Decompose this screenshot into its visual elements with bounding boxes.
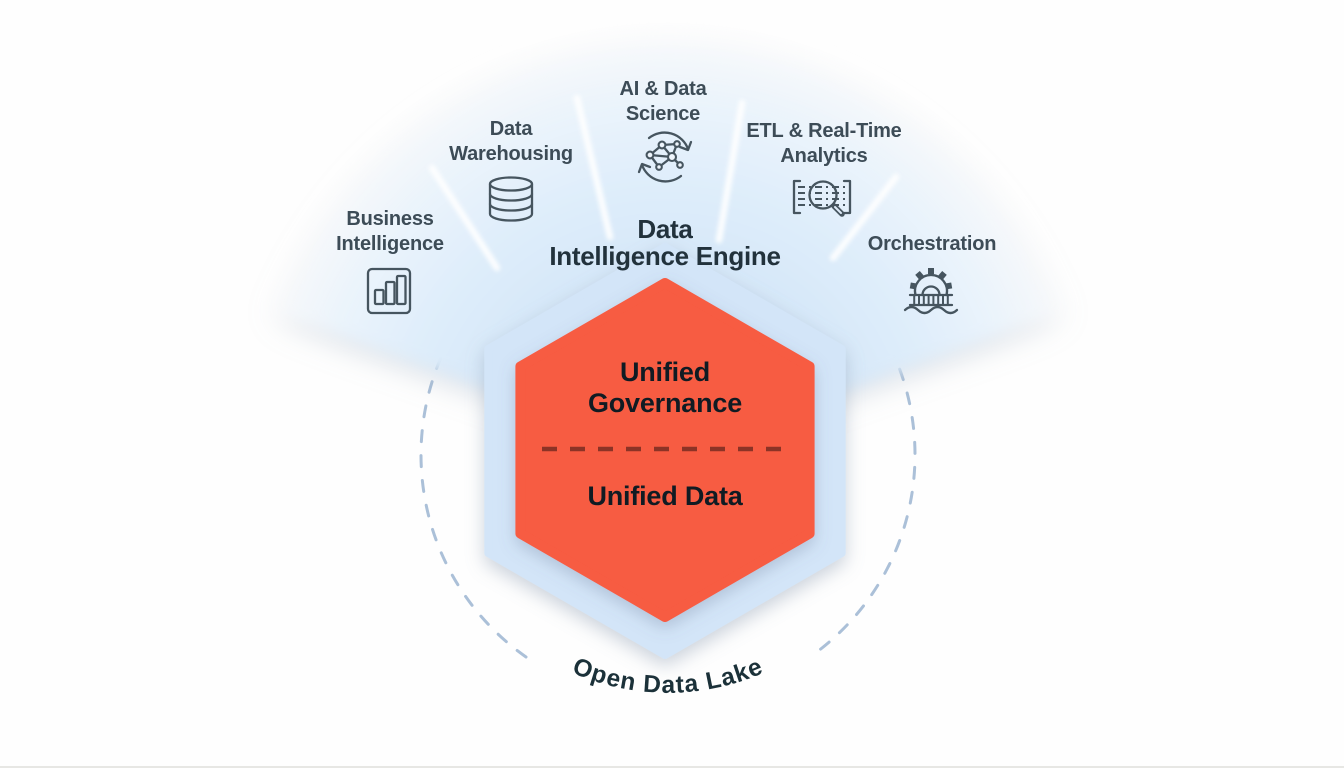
label-orchestration: Orchestration	[868, 232, 997, 257]
label-line: Intelligence	[336, 233, 444, 255]
magnifier-handle-inner	[835, 207, 841, 213]
database-icon	[486, 175, 536, 223]
cycle-arrowhead	[639, 164, 650, 172]
magnifier-stream-icon	[787, 170, 857, 226]
magnifier-lens	[810, 182, 837, 209]
cylinder-top	[490, 178, 532, 191]
capability-fan-glow	[264, 25, 1072, 455]
ray-4	[829, 173, 900, 262]
fan-divider-rays	[428, 94, 900, 272]
screenshot-bottom-edge	[0, 766, 1344, 768]
label-etl-realtime-analytics: ETL & Real-Time Analytics	[746, 119, 901, 169]
ray-3	[715, 99, 746, 244]
stream-lines	[798, 187, 846, 205]
label-line: ETL & Real-Time	[746, 120, 902, 142]
network-node	[659, 142, 666, 149]
stream-end-right	[844, 181, 850, 213]
lake-label: Open Data Lake	[569, 653, 766, 699]
cycle-arrow-bottom	[642, 165, 681, 181]
network-node	[677, 162, 683, 168]
lake-label-text: Open Data Lake	[569, 653, 767, 699]
gear-body	[915, 275, 947, 295]
label-business-intelligence: Business Intelligence	[336, 207, 444, 257]
stream-end-left	[794, 181, 800, 213]
label-line: AI & Data	[619, 78, 707, 100]
label-line: Orchestration	[867, 233, 997, 255]
unified-data-label: Unified Data	[587, 481, 743, 511]
bridge-deck	[910, 295, 952, 305]
gear-arch	[923, 287, 940, 296]
label-line: Science	[625, 103, 701, 125]
network-node	[674, 141, 680, 147]
cylinder-body	[490, 184, 532, 221]
bar-chart-icon	[365, 266, 413, 316]
bar-tall	[397, 276, 406, 304]
ray-1	[428, 164, 501, 272]
hex-label-line: Governance	[587, 388, 743, 418]
gear-bridge-icon	[903, 263, 959, 319]
engine-title-line: Data	[637, 214, 693, 244]
unified-governance-label: Unified Governance	[588, 357, 742, 419]
ray-2	[573, 94, 614, 241]
gear-tooth	[941, 273, 945, 278]
label-line: Business	[346, 208, 434, 230]
label-line: Warehousing	[449, 143, 573, 165]
water-wave	[905, 307, 957, 313]
network-node	[656, 164, 662, 170]
cylinder-ring	[490, 204, 532, 211]
bar-medium	[386, 282, 395, 304]
hex-label-line: Unified	[619, 357, 711, 387]
label-data-warehousing: Data Warehousing	[449, 117, 573, 167]
engine-title: Data Intelligence Engine	[549, 214, 781, 271]
label-line: Data	[489, 118, 533, 140]
network-node	[668, 153, 676, 161]
network-cycle-icon	[635, 130, 695, 184]
cycle-arrowhead	[680, 142, 691, 150]
bar-short	[375, 290, 384, 304]
cycle-arrow-top	[649, 133, 688, 149]
engine-title-line: Intelligence Engine	[549, 241, 781, 271]
cylinder-ring	[490, 194, 532, 201]
network-node	[647, 152, 654, 159]
label-ai-data-science: AI & Data Science	[619, 77, 706, 127]
gear-tooth	[918, 273, 922, 278]
bridge-ticks	[914, 295, 948, 305]
chart-frame	[368, 269, 410, 313]
label-line: Analytics	[780, 145, 868, 167]
